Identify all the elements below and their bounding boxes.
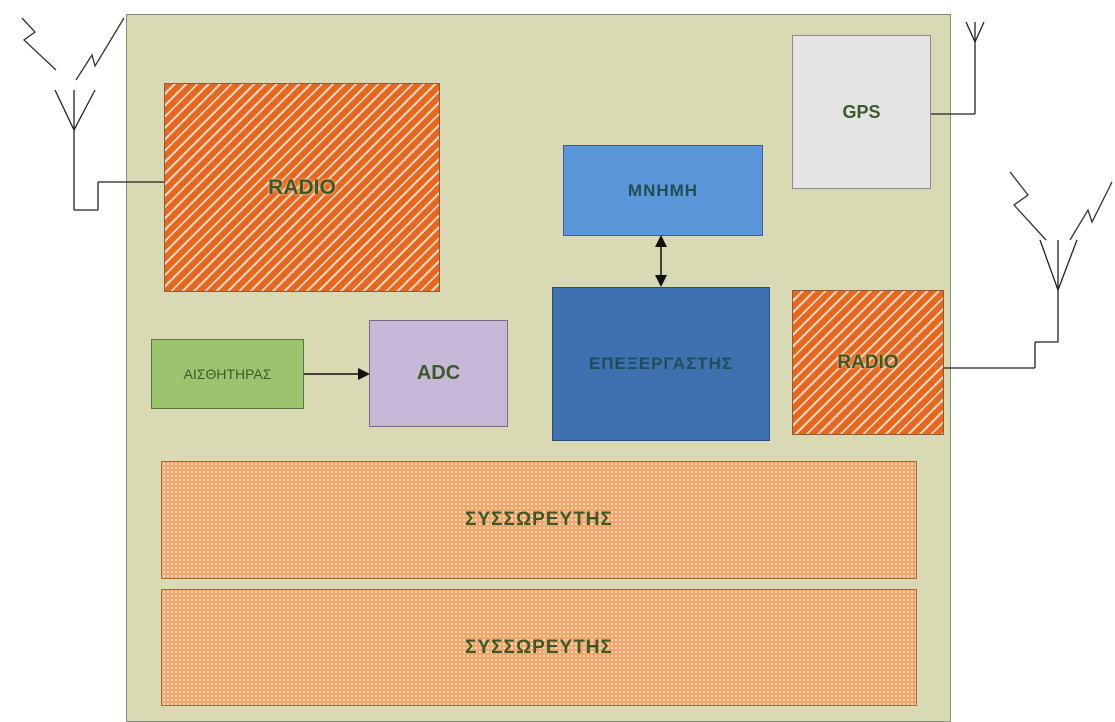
radio-left-block: RADIO (164, 83, 440, 292)
adc-block: ADC (369, 320, 508, 427)
gps-block: GPS (792, 35, 931, 189)
battery-block-2: ΣΥΣΣΩΡΕΥΤΗΣ (161, 589, 917, 706)
right-signal-icon (1009, 171, 1113, 241)
radio-right-block: RADIO (792, 290, 944, 435)
battery-block-1: ΣΥΣΣΩΡΕΥΤΗΣ (161, 461, 917, 579)
sensor-block: ΑΙΣΘΗΤΗΡΑΣ (151, 339, 304, 409)
processor-block: ΕΠΕΞΕΡΓΑΣΤΗΣ (552, 287, 770, 441)
gps-antenna-icon (931, 21, 985, 115)
right-antenna-icon (944, 239, 1078, 369)
left-antenna-icon (54, 89, 164, 211)
left-signal-icon (21, 17, 125, 81)
